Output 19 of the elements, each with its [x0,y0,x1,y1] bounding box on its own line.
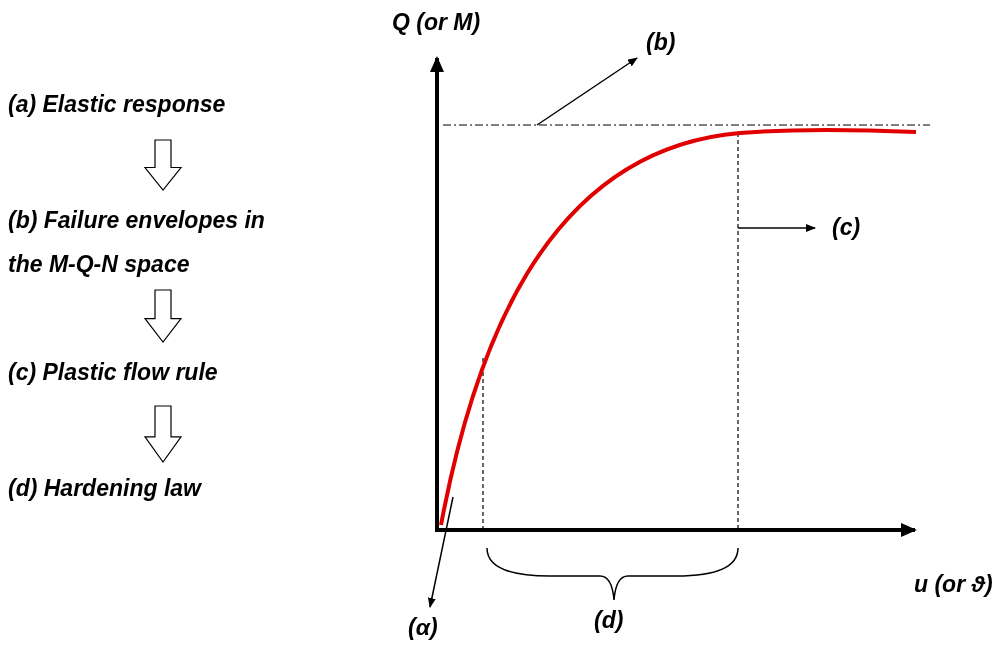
step-text: (a) Elastic response [8,82,226,126]
callout-label: (b) [646,20,676,64]
asymptote-line [442,124,931,126]
callout-label: (c) [832,205,861,249]
step-text: (c) Plastic flow rule [8,350,218,394]
response-curve [439,127,917,526]
guide-line [737,132,739,531]
block-arrow [143,405,183,464]
leader-line [737,224,816,232]
leader-line [427,496,454,608]
block-arrow [143,289,183,343]
block-arrow [143,139,183,191]
step-text: (d) Hardening law [8,466,201,510]
callout-label: (d) [594,606,624,635]
axis-label: u (or ϑ) [914,570,993,599]
axis-label: Q (or M) [392,8,481,37]
leader-line [536,57,638,126]
step-text: (b) Failure envelopes in the M-Q-N space [8,198,278,286]
callout-label: (α) [408,605,438,649]
